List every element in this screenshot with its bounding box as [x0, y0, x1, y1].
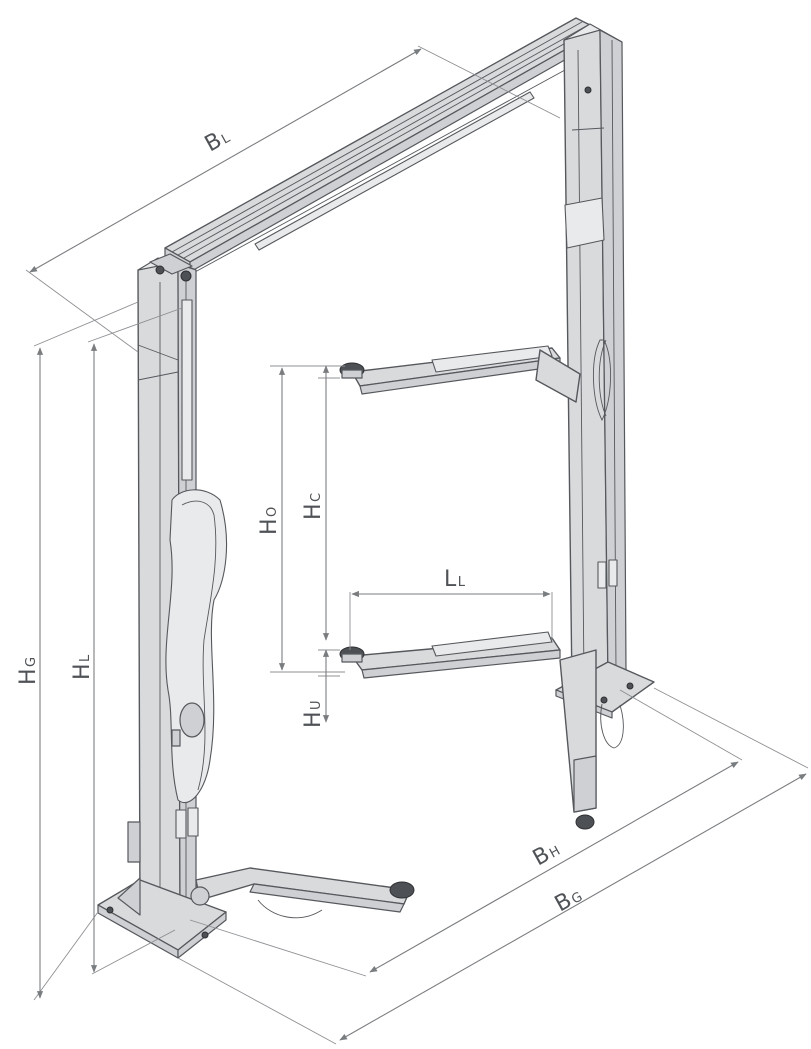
- label-hc: HC: [301, 492, 326, 520]
- label-bl: BL: [201, 123, 235, 157]
- label-hg: HG: [16, 656, 41, 685]
- lift-structure: [97, 17, 655, 959]
- label-bg: BG: [551, 882, 587, 917]
- label-hl: HL: [70, 654, 95, 680]
- left-column: [97, 253, 228, 959]
- label-ll: LL: [444, 567, 466, 592]
- label-ho: HO: [257, 506, 282, 535]
- label-bh: BH: [529, 836, 565, 871]
- lower-arms: [190, 631, 597, 919]
- upper-arms: [339, 345, 581, 403]
- dimension-lines: [25, 45, 809, 1045]
- label-hu: HU: [301, 700, 326, 728]
- dimension-labels: BL HG HL HO HC LL HU BH BG: [16, 123, 587, 917]
- right-column: [555, 23, 655, 749]
